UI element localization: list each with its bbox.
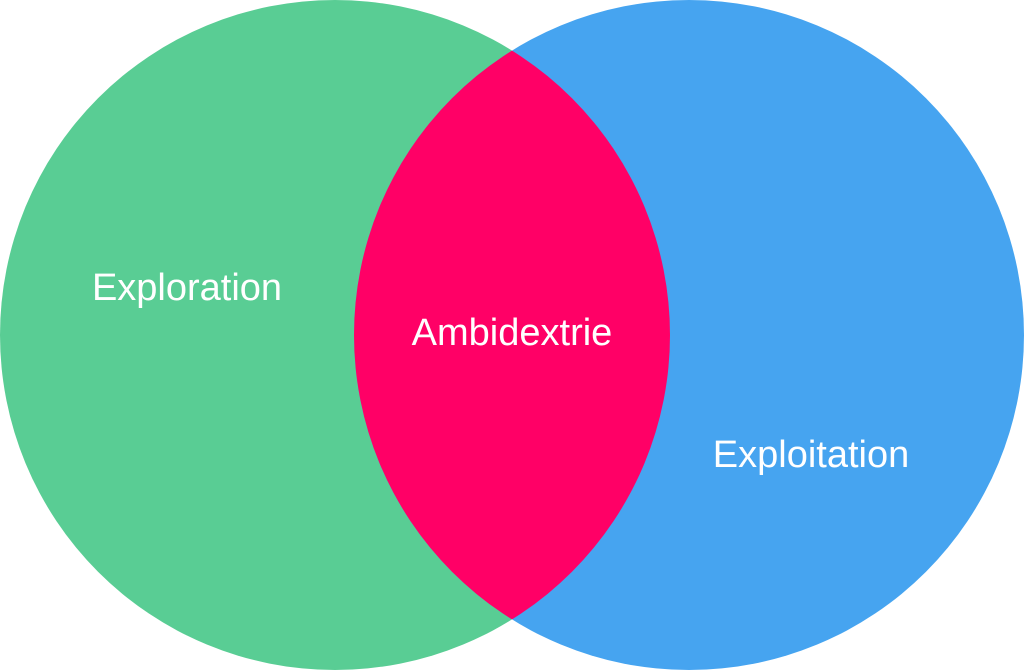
exploration-label: Exploration xyxy=(92,267,282,309)
ambidextrie-intersection xyxy=(354,0,670,670)
exploitation-label: Exploitation xyxy=(713,434,909,476)
ambidextrie-label: Ambidextrie xyxy=(412,312,613,354)
